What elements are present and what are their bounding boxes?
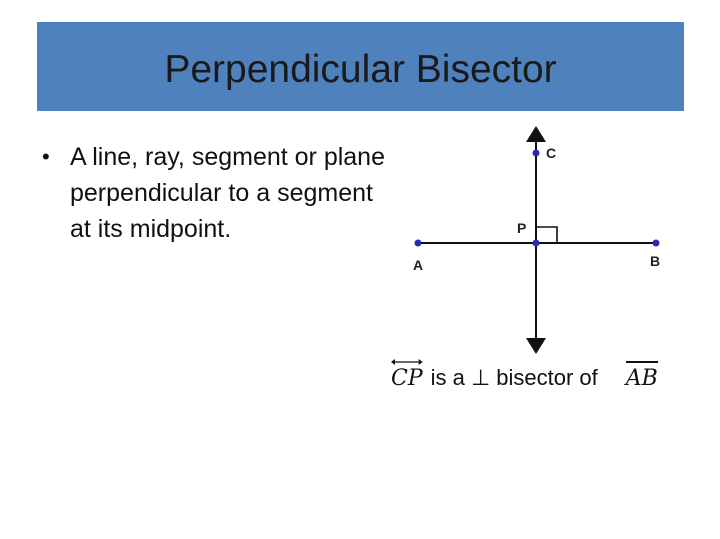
label-a: A	[413, 257, 423, 273]
label-p: P	[517, 220, 526, 236]
caption: CP is a ⊥ bisector of AB	[391, 359, 658, 391]
bullet-item: • A line, ray, segment or plane perpendi…	[42, 139, 392, 247]
label-c: C	[546, 145, 556, 161]
overline-bar	[625, 361, 658, 363]
slide-title: Perpendicular Bisector	[164, 47, 557, 91]
perpendicular-bisector-diagram: A B C P	[413, 126, 660, 354]
point-b	[652, 239, 660, 247]
point-a	[414, 239, 422, 247]
line-cp-symbol: CP	[391, 359, 423, 391]
label-b: B	[650, 253, 660, 269]
double-arrow-icon	[391, 359, 423, 365]
point-p	[532, 239, 540, 247]
segment-ab-symbol: AB	[625, 361, 658, 391]
point-c	[532, 149, 540, 157]
title-bar: Perpendicular Bisector	[37, 22, 684, 111]
caption-middle: is a ⊥ bisector of	[430, 365, 598, 390]
bullet-text: A line, ray, segment or plane perpendicu…	[70, 143, 385, 243]
line-cp-label: CP	[391, 366, 423, 391]
bullet-marker: •	[42, 144, 50, 169]
segment-ab-label: AB	[625, 366, 658, 391]
right-angle-marker	[536, 226, 558, 243]
